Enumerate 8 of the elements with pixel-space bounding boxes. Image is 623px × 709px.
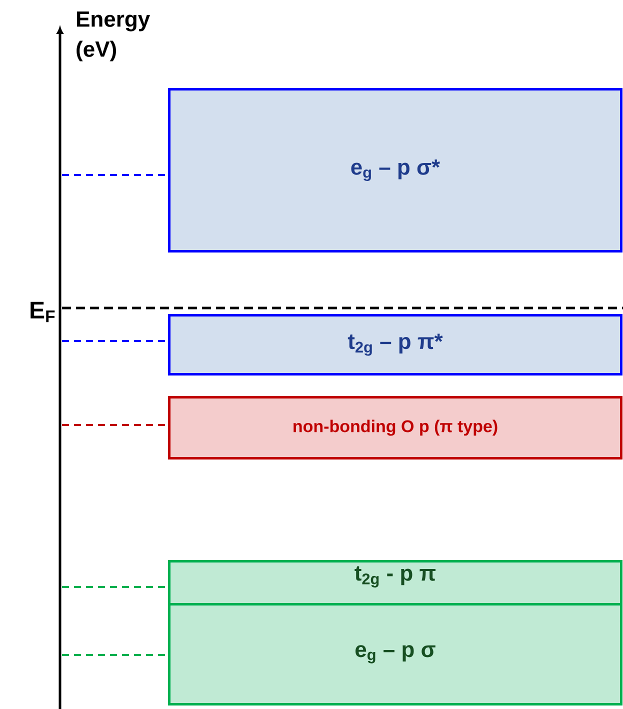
axis-label: Energy (eV) xyxy=(76,12,150,62)
energy-band-box: non-bonding O p (π type) xyxy=(168,396,622,460)
node-label: t$_{2g}$ - p π xyxy=(354,566,436,588)
energy-band-box: e$_{g}$ – p σ xyxy=(168,603,622,706)
fermi-level-label: E$_{F}$ xyxy=(30,302,55,322)
energy-band-box: t$_{2g}$ – p π* xyxy=(168,314,622,376)
energy-band-box: e$_{g}$ – p σ* xyxy=(168,88,622,252)
energy-band-box: t$_{2g}$ - p π xyxy=(168,560,622,622)
